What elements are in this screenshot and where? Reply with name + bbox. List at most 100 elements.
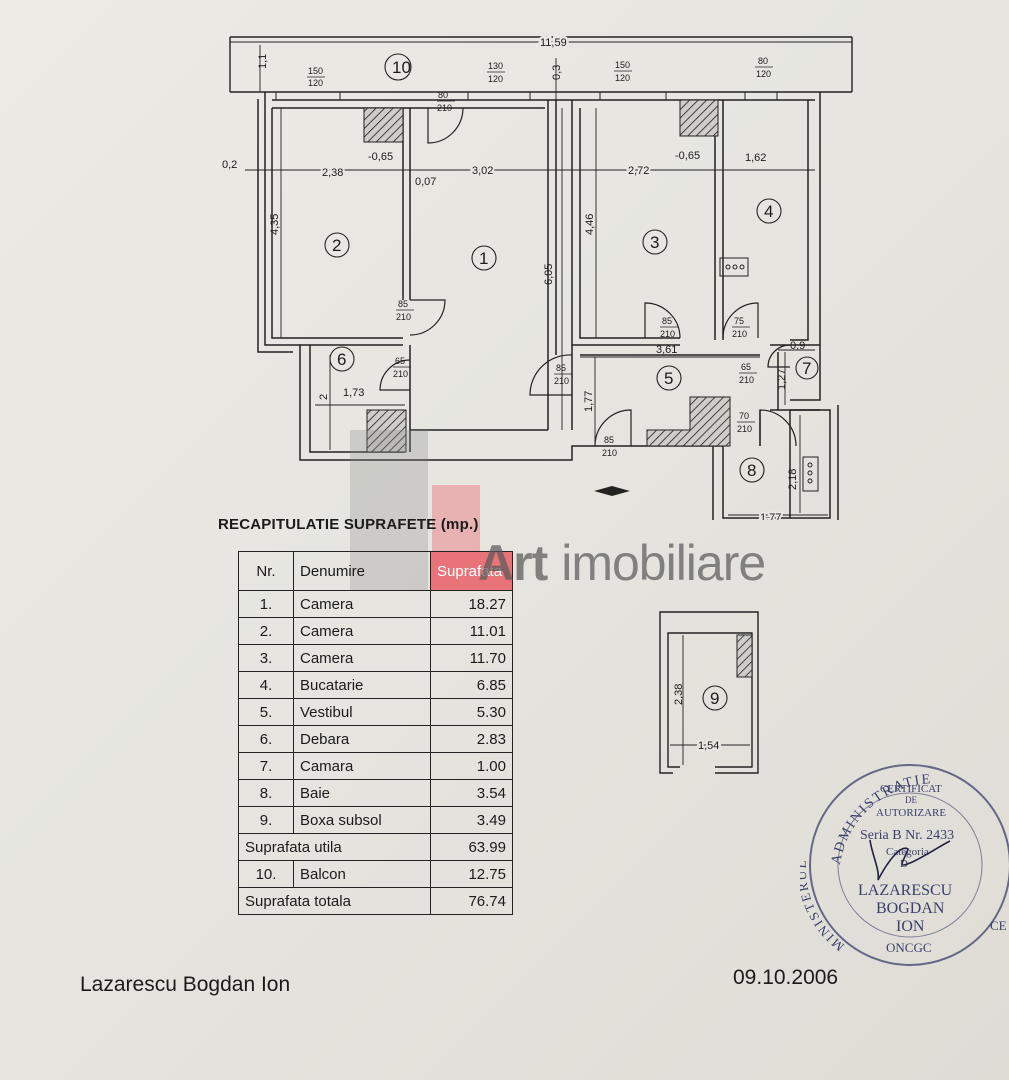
svg-text:120: 120: [488, 74, 503, 84]
cell-suprafata: 6.85: [430, 671, 513, 699]
dim-label: 2: [318, 394, 330, 400]
cell-denumire: Vestibul: [293, 698, 431, 726]
utila-value: 63.99: [430, 833, 513, 861]
stamp-line: DE: [905, 795, 917, 805]
chimney-hatch: [679, 99, 719, 137]
cell-nr: 2.: [238, 617, 294, 645]
room-number: 10: [392, 58, 411, 77]
watermark-suffix: imobiliare: [561, 535, 766, 591]
cell-denumire: Debara: [293, 725, 431, 753]
totala-label: Suprafata totala: [238, 887, 431, 915]
dim-label: 1,73: [343, 387, 364, 399]
header-suprafata: Suprafata: [430, 551, 513, 591]
room-number: 5: [664, 369, 673, 388]
walls: [257, 91, 839, 520]
dim-label: 1,77: [583, 391, 595, 412]
totala-value: 76.74: [430, 887, 513, 915]
room-numbers: [324, 53, 819, 483]
svg-text:75: 75: [734, 316, 744, 326]
dim-label: 0,9: [790, 340, 805, 352]
cell-denumire: Baie: [293, 779, 431, 807]
chimney-hatch: [646, 396, 731, 447]
room-number: 7: [802, 359, 811, 378]
svg-text:85: 85: [398, 299, 408, 309]
recap-title: RECAPITULATIE SUPRAFETE (mp.): [218, 516, 479, 533]
svg-text:70: 70: [739, 411, 749, 421]
dim-label: 2,38: [322, 167, 343, 179]
svg-text:210: 210: [437, 103, 452, 113]
floor-plan: 11,59 1,1 0,3 0,2 2,38 -0,65 0,07 3,02 2…: [222, 35, 853, 520]
svg-text:85: 85: [556, 363, 566, 373]
dim-label: 4,35: [269, 214, 281, 235]
stamp-line: CERTIFICAT: [880, 783, 942, 795]
svg-text:120: 120: [756, 69, 771, 79]
fixtures: [719, 257, 819, 492]
stamp-ring-right: CE: [990, 918, 1007, 933]
stamp-line: AUTORIZARE: [876, 807, 946, 819]
stamp-cat-value: D: [900, 858, 908, 870]
cell-suprafata: 11.01: [430, 617, 513, 645]
chimney-hatch: [366, 409, 407, 453]
svg-text:65: 65: [395, 356, 405, 366]
cell-nr: 10.: [238, 860, 294, 888]
table-header-row: Nr. Denumire Suprafata: [238, 551, 513, 591]
svg-text:210: 210: [660, 329, 675, 339]
entrance-arrow-icon: [594, 486, 630, 496]
svg-text:65: 65: [741, 362, 751, 372]
svg-text:120: 120: [308, 78, 323, 88]
cell-suprafata: 18.27: [430, 590, 513, 618]
svg-text:80: 80: [438, 90, 448, 100]
stamp-name: LAZARESCU: [858, 882, 953, 899]
cell-denumire: Camera: [293, 617, 431, 645]
svg-text:120: 120: [615, 73, 630, 83]
cell-nr: 7.: [238, 752, 294, 780]
svg-text:210: 210: [739, 375, 754, 385]
svg-text:80: 80: [758, 56, 768, 66]
overall-width-dim: 11,59: [540, 37, 567, 49]
header-nr: Nr.: [238, 551, 294, 591]
balcony-outline: [229, 36, 853, 93]
stamp-serie: Seria B Nr. 2433: [860, 828, 954, 843]
cell-suprafata: 3.54: [430, 779, 513, 807]
cell-nr: 1.: [238, 590, 294, 618]
windows: [275, 91, 778, 101]
dim-label: -0,65: [368, 151, 393, 163]
svg-text:210: 210: [393, 369, 408, 379]
svg-text:85: 85: [604, 435, 614, 445]
cell-suprafata: 12.75: [430, 860, 513, 888]
svg-text:210: 210: [732, 329, 747, 339]
room-number: 1: [479, 249, 488, 268]
dim-label: 2,18: [787, 469, 799, 490]
dim-label: 0,07: [415, 176, 436, 188]
room-number: 2: [332, 236, 341, 255]
utila-label: Suprafata utila: [238, 833, 431, 861]
dimension-lines: [230, 41, 852, 516]
cell-denumire: Bucatarie: [293, 671, 431, 699]
svg-text:210: 210: [737, 424, 752, 434]
room-number: 4: [764, 202, 773, 221]
cell-nr: 9.: [238, 806, 294, 834]
room-number: 3: [650, 233, 659, 252]
svg-text:85: 85: [662, 316, 672, 326]
balcony-depth-dim: 1,1: [257, 54, 269, 69]
signature: [869, 839, 951, 881]
svg-text:150: 150: [308, 66, 323, 76]
dim-label: 6,05: [543, 264, 555, 285]
dim-label: 3,61: [656, 344, 677, 356]
cell-denumire: Camera: [293, 644, 431, 672]
cell-denumire: Boxa subsol: [293, 806, 431, 834]
